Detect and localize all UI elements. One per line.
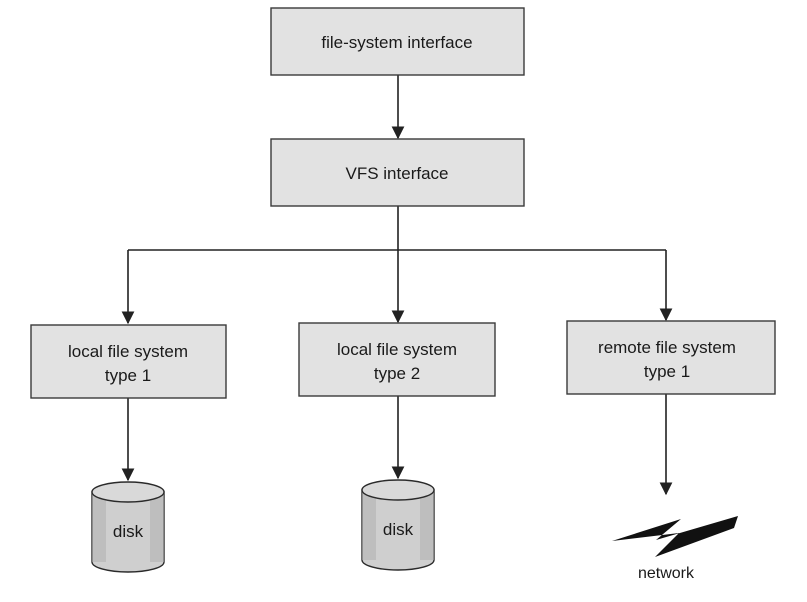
box-vfs-interface: VFS interface	[270, 138, 525, 207]
box-file-system-interface: file-system interface	[270, 7, 525, 76]
network-label: network	[638, 565, 695, 582]
disk-label: disk	[383, 520, 414, 539]
connectors	[121, 75, 673, 496]
lightning-bolt-icon	[612, 516, 738, 557]
box-remote-file-system-type-1: remote file system type 1	[566, 320, 776, 395]
box-local-fs-2-line1: local file system	[337, 340, 457, 359]
box-local-fs-1-line1: local file system	[68, 342, 188, 361]
box-remote-fs-1-line2: type 1	[644, 362, 690, 381]
disk-label: disk	[113, 522, 144, 541]
disk-icon: disk	[91, 481, 165, 573]
box-local-file-system-type-1: local file system type 1	[30, 324, 227, 399]
network: network	[612, 516, 738, 582]
box-local-fs-2-line2: type 2	[374, 364, 420, 383]
box-local-file-system-type-2: local file system type 2	[298, 322, 496, 397]
box-local-fs-1-line2: type 1	[105, 366, 151, 385]
disk-icon: disk	[361, 479, 435, 571]
box-vfs-interface-label: VFS interface	[346, 164, 449, 183]
box-remote-fs-1-line1: remote file system	[598, 338, 736, 357]
box-file-system-interface-label: file-system interface	[321, 33, 472, 52]
